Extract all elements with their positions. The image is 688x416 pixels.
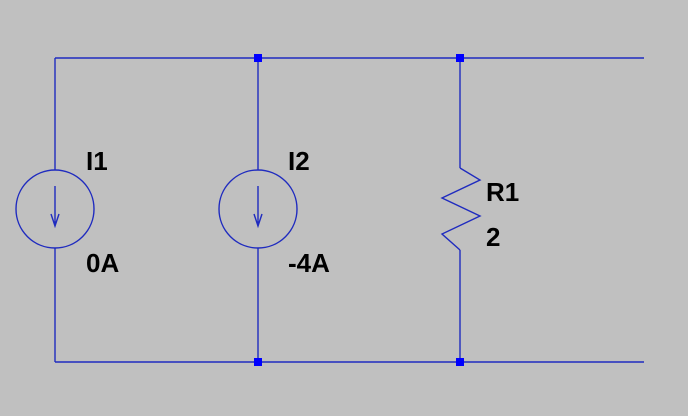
i1-name-label: I1 [86, 146, 108, 176]
current-source-icon [218, 169, 298, 249]
arrow-down-icon [253, 186, 263, 229]
junction-dot[interactable] [456, 358, 464, 366]
resistor-r1[interactable] [440, 167, 482, 251]
r1-name-label: R1 [486, 177, 519, 207]
current-source-i2[interactable] [218, 169, 298, 249]
r1-value-label: 2 [486, 222, 500, 252]
junction-dot[interactable] [254, 358, 262, 366]
current-source-i1[interactable] [15, 169, 95, 249]
i1-value-label: 0A [86, 248, 119, 278]
arrow-down-icon [50, 186, 60, 229]
i2-name-label: I2 [288, 146, 310, 176]
resistor-zigzag-icon [440, 167, 482, 251]
junction-dot[interactable] [254, 54, 262, 62]
i2-value-label: -4A [288, 248, 330, 278]
current-source-icon [15, 169, 95, 249]
junction-dot[interactable] [456, 54, 464, 62]
wires [54, 57, 644, 363]
junctions [254, 54, 464, 366]
